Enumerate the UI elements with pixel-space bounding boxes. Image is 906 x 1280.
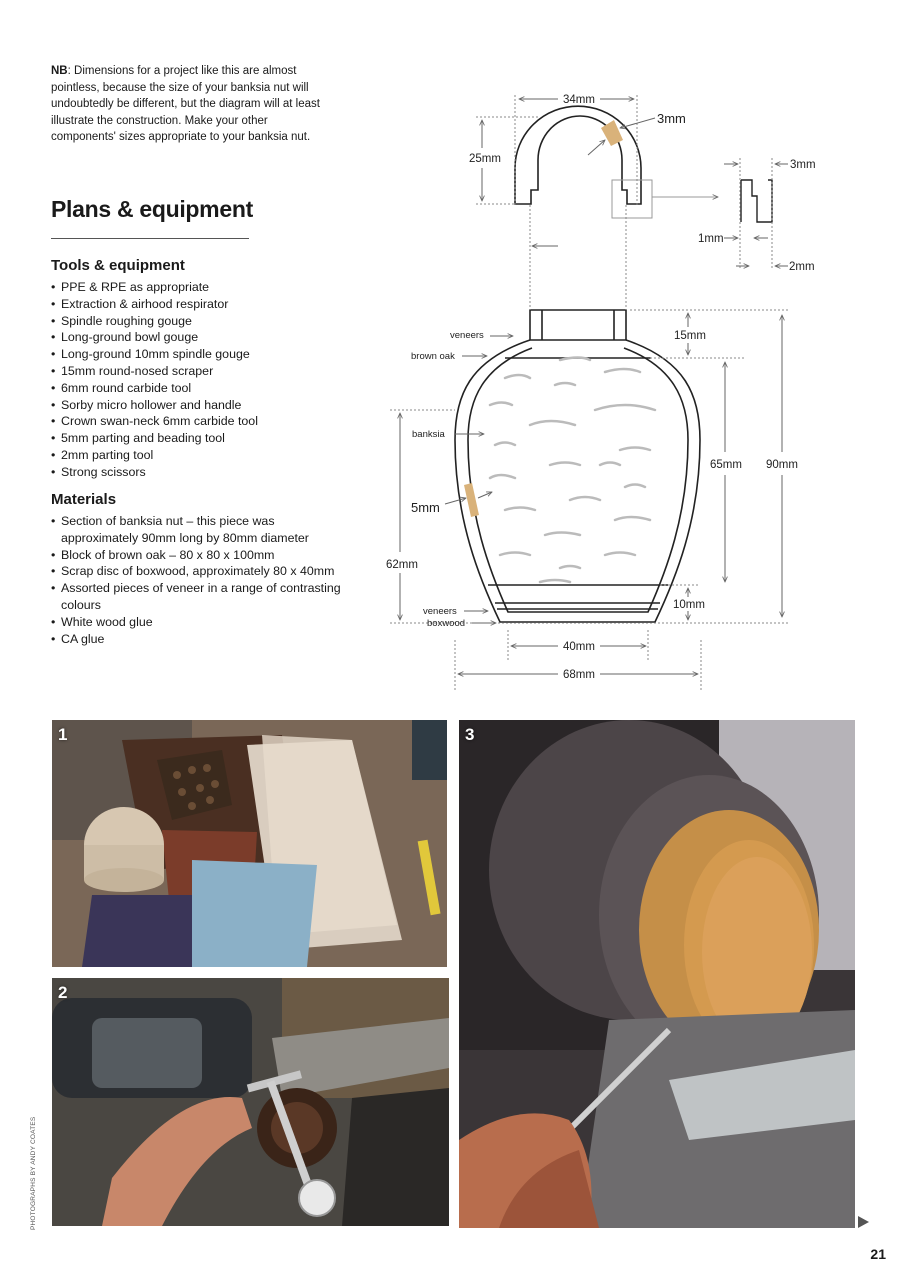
list-item: Block of brown oak – 80 x 80 x 100mm xyxy=(51,547,351,564)
photo-number: 3 xyxy=(465,725,475,744)
label-veneers-bottom: veneers xyxy=(423,606,457,617)
dim-base-height: 10mm xyxy=(673,599,705,611)
materials-list: Section of banksia nut – this piece was … xyxy=(51,513,351,647)
list-item: 5mm parting and beading tool xyxy=(51,430,351,447)
label-boxwood: boxwood xyxy=(427,618,465,629)
list-item: 6mm round carbide tool xyxy=(51,380,351,397)
dim-handle-height: 25mm xyxy=(469,153,501,165)
list-item: Extraction & airhood respirator xyxy=(51,296,351,313)
photo-1: 1 xyxy=(52,720,447,967)
photo-credit: PHOTOGRAPHS BY ANDY COATES xyxy=(30,1116,37,1230)
list-item: Spindle roughing gouge xyxy=(51,313,351,330)
list-item: Assorted pieces of veneer in a range of … xyxy=(51,580,351,614)
list-item: Sorby micro hollower and handle xyxy=(51,397,351,414)
dim-handle-width: 34mm xyxy=(563,94,595,106)
guide-lines xyxy=(390,95,790,690)
section-title: Plans & equipment xyxy=(51,196,253,222)
detail-box xyxy=(611,179,653,219)
materials-heading: Materials xyxy=(51,491,117,508)
title-divider xyxy=(51,238,249,239)
label-veneers-top: veneers xyxy=(450,330,484,341)
list-item: PPE & RPE as appropriate xyxy=(51,279,351,296)
wall-thickness-highlight xyxy=(464,483,479,517)
list-item: Strong scissors xyxy=(51,464,351,481)
photo-3-image xyxy=(459,720,855,1228)
label-banksia: banksia xyxy=(412,429,445,440)
vessel-outline xyxy=(454,105,773,623)
list-item: Crown swan-neck 6mm carbide tool xyxy=(51,413,351,430)
label-brown-oak: brown oak xyxy=(411,351,455,362)
list-item: 2mm parting tool xyxy=(51,447,351,464)
photo-1-image xyxy=(52,720,447,967)
dim-detail-step: 1mm xyxy=(698,233,724,245)
dim-total-height: 90mm xyxy=(766,459,798,471)
vessel-diagram: 34mm 3mm 25mm 3mm 1mm 2mm 15mm 65mm 90mm… xyxy=(386,94,816,690)
photo-2-image xyxy=(52,978,449,1226)
list-item: Long-ground 10mm spindle gouge xyxy=(51,346,351,363)
page-number: 21 xyxy=(870,1246,886,1262)
nb-text: : Dimensions for a project like this are… xyxy=(51,65,320,144)
nb-label: NB xyxy=(51,65,68,77)
dim-banksia-height: 62mm xyxy=(386,559,418,571)
list-item: White wood glue xyxy=(51,614,351,631)
list-item: Section of banksia nut – this piece was … xyxy=(51,513,351,547)
banksia-texture xyxy=(488,356,657,584)
handle-thickness-highlight xyxy=(601,120,623,146)
next-page-arrow-icon xyxy=(858,1216,869,1228)
dim-wall: 5mm xyxy=(411,500,440,515)
list-item: Scrap disc of boxwood, approximately 80 … xyxy=(51,563,351,580)
photo-number: 1 xyxy=(58,725,68,744)
list-item: CA glue xyxy=(51,631,351,648)
list-item: 15mm round-nosed scraper xyxy=(51,363,351,380)
nb-note: NB: Dimensions for a project like this a… xyxy=(51,63,331,146)
tools-list: PPE & RPE as appropriate Extraction & ai… xyxy=(51,279,351,481)
photo-number: 2 xyxy=(58,983,68,1002)
dim-body-height: 65mm xyxy=(710,459,742,471)
photo-3: 3 xyxy=(459,720,855,1228)
photo-2: 2 xyxy=(52,978,449,1226)
dim-detail-width: 3mm xyxy=(790,159,816,171)
list-item: Long-ground bowl gouge xyxy=(51,329,351,346)
dimension-arrows xyxy=(400,99,788,674)
dim-overall-width: 68mm xyxy=(563,669,595,681)
tools-heading: Tools & equipment xyxy=(51,257,185,274)
dim-base-width: 40mm xyxy=(563,641,595,653)
dim-neck-height: 15mm xyxy=(674,330,706,342)
dim-detail-lip: 2mm xyxy=(789,261,815,273)
dim-handle-thickness: 3mm xyxy=(657,111,686,126)
